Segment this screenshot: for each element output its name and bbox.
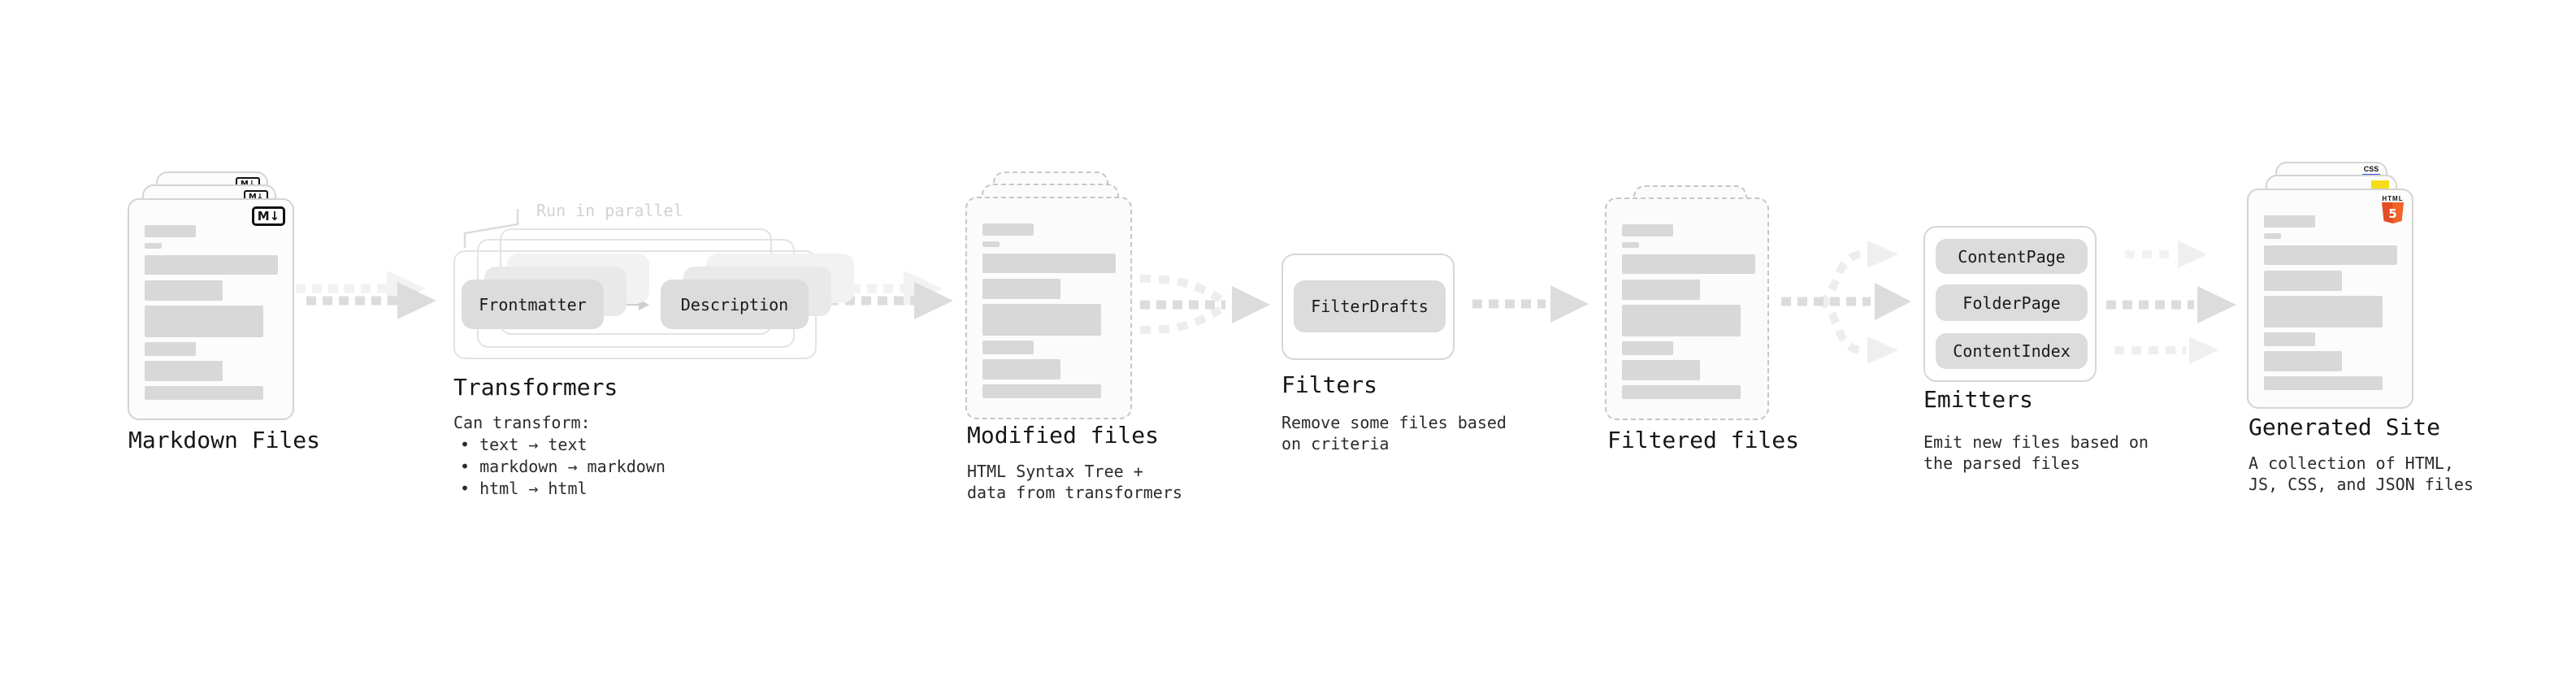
filters-desc: Remove some files based on criteria [1281,413,1507,453]
text-line-placeholder [982,279,1060,299]
generated-site-desc: A collection of HTML, JS, CSS, and JSON … [2249,453,2474,494]
emitters-label: Emitters [1923,386,2033,413]
html5-shield: 5 [2382,202,2404,223]
arrow-filters-to-filtered [1472,285,1589,323]
emitters-box: ContentPage FolderPage ContentIndex [1923,226,2097,382]
filtered-file-card-front [1605,197,1769,420]
text-line-placeholder [1622,254,1755,274]
arrow-filtered-to-emitters [1781,241,1911,364]
text-line-placeholder [982,223,1034,236]
filters-box: FilterDrafts [1281,254,1455,360]
text-line-placeholder [145,361,223,381]
text-line-placeholder [145,243,162,249]
text-line-placeholder [2264,245,2397,265]
text-line-placeholder [2264,271,2342,291]
markdown-files-label: Markdown Files [128,427,321,453]
contentindex-node: ContentIndex [1936,333,2088,369]
text-line-placeholder [1622,280,1700,300]
text-line-placeholder [2264,233,2281,239]
modified-files-label: Modified files [967,422,1160,449]
frontmatter-node: Frontmatter [462,280,604,329]
text-line-placeholder [982,340,1034,354]
text-line-placeholder [145,342,196,356]
arrow-transformers-to-modified [818,271,953,319]
html5-icon-label: HTML [2382,195,2404,202]
text-line-placeholder [982,359,1060,380]
modified-file-card-front [965,197,1132,419]
generated-site-label: Generated Site [2249,414,2441,440]
text-line-placeholder [1622,385,1741,399]
text-line-placeholder [982,241,1000,247]
text-line-placeholder [1622,224,1673,236]
text-line-placeholder [1622,305,1741,336]
text-line-placeholder [2264,215,2315,228]
text-line-placeholder [2264,351,2342,371]
description-node: Description [661,280,809,329]
text-line-placeholder [2264,332,2315,346]
transformers-bullet: • markdown → markdown [460,457,666,476]
transformers-label: Transformers [453,374,618,401]
transformers-desc-title: Can transform: [453,413,591,432]
text-line-placeholder [145,306,263,337]
markdown-icon: M↓ [252,206,285,226]
js-icon [2371,180,2389,189]
text-line-placeholder [1622,341,1673,355]
emitters-desc: Emit new files based on the parsed files [1923,432,2149,473]
text-line-placeholder [2264,296,2383,327]
text-line-placeholder [145,225,196,237]
generated-html-card: HTML 5 [2247,189,2413,409]
contentpage-node: ContentPage [1936,239,2088,274]
transformers-bullet: • text → text [460,435,588,454]
filterdrafts-node: FilterDrafts [1294,280,1446,332]
css-icon-label: CSS [2363,165,2379,173]
filtered-files-label: Filtered files [1607,427,1800,453]
arrow-emitters-to-generated [2106,241,2236,364]
run-in-parallel-annotation: Run in parallel [536,201,683,220]
text-line-placeholder [1622,242,1639,248]
text-line-placeholder [982,304,1101,336]
text-line-placeholder [145,280,223,301]
arrow-modified-to-filters [1139,275,1270,334]
arrow-markdown-to-transformers [296,271,436,319]
text-line-placeholder [982,254,1116,273]
transformers-bullet: • html → html [460,479,588,498]
text-line-placeholder [982,384,1101,398]
modified-files-desc: HTML Syntax Tree + data from transformer… [967,462,1182,502]
text-line-placeholder [2264,376,2383,390]
text-line-placeholder [145,255,278,275]
folderpage-node: FolderPage [1936,284,2088,321]
html5-icon: HTML 5 [2382,195,2404,223]
run-in-parallel-connector [463,209,519,248]
text-line-placeholder [145,386,263,400]
text-line-placeholder [1622,360,1700,380]
svg-text:5: 5 [2388,206,2396,221]
filters-label: Filters [1281,371,1378,398]
markdown-file-card-front: M↓ [128,198,294,420]
